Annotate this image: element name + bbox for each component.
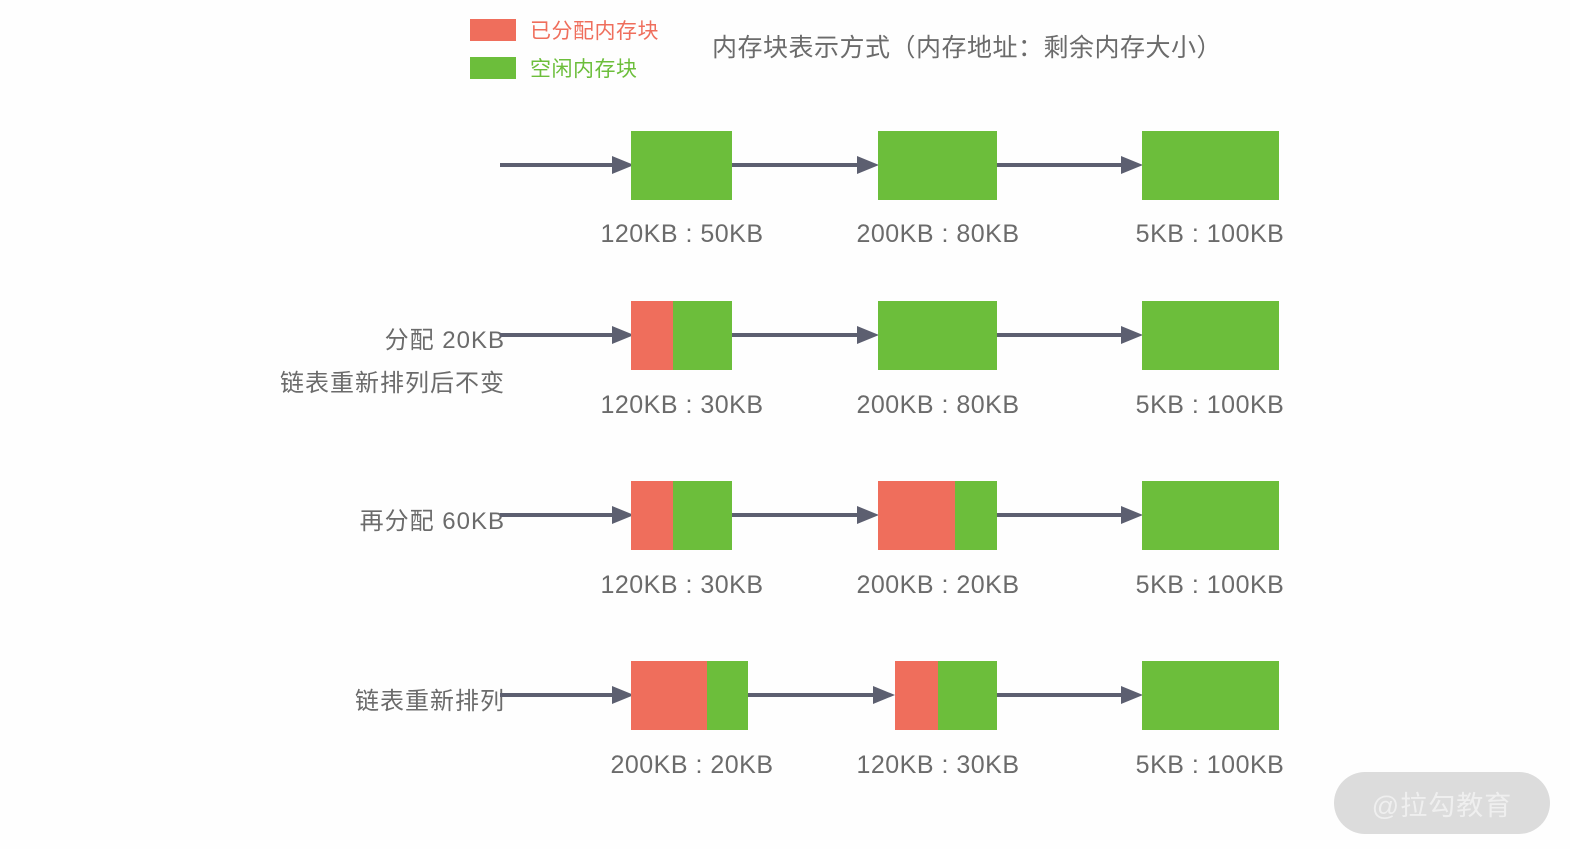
memory-block xyxy=(631,131,732,200)
square-swatch-icon xyxy=(470,19,516,41)
memory-block xyxy=(631,481,732,550)
block-caption: 5KB : 100KB xyxy=(1135,391,1285,419)
block-caption: 200KB : 80KB xyxy=(856,220,1020,248)
block-caption: 5KB : 100KB xyxy=(1135,751,1285,779)
arrow-icon xyxy=(732,156,879,174)
arrow-icon xyxy=(500,156,634,174)
memory-block xyxy=(1142,661,1279,730)
arrow-icon xyxy=(500,506,634,524)
free-segment xyxy=(1142,131,1279,200)
free-segment xyxy=(631,131,732,200)
memory-block xyxy=(895,661,997,730)
free-segment xyxy=(1142,661,1279,730)
legend-item-free: 空闲内存块 xyxy=(470,53,638,83)
free-segment xyxy=(1142,481,1279,550)
watermark-badge: @拉勾教育 xyxy=(1334,772,1550,834)
block-caption: 200KB : 20KB xyxy=(610,751,774,779)
block-caption: 120KB : 30KB xyxy=(856,751,1020,779)
free-segment xyxy=(673,481,732,550)
free-segment xyxy=(1142,301,1279,370)
memory-block xyxy=(878,131,997,200)
arrow-icon xyxy=(500,686,634,704)
memory-block xyxy=(631,661,748,730)
memory-block xyxy=(878,301,997,370)
legend-item-allocated: 已分配内存块 xyxy=(470,15,659,45)
arrow-icon xyxy=(732,506,879,524)
memory-block xyxy=(631,301,732,370)
row-label-line1: 分配 20KB xyxy=(384,327,505,354)
watermark-text: @拉勾教育 xyxy=(1371,790,1513,821)
free-segment xyxy=(707,661,748,730)
block-caption: 200KB : 80KB xyxy=(856,391,1020,419)
arrow-icon xyxy=(997,686,1143,704)
free-segment xyxy=(937,661,997,730)
free-segment xyxy=(878,131,997,200)
memory-block xyxy=(878,481,997,550)
arrow-icon xyxy=(997,326,1143,344)
diagram-title: 内存块表示方式（内存地址：剩余内存大小） xyxy=(712,34,1223,62)
square-swatch-icon xyxy=(470,57,516,79)
legend-label-allocated: 已分配内存块 xyxy=(530,20,659,43)
row-label-line1: 链表重新排列 xyxy=(355,688,505,715)
block-caption: 120KB : 50KB xyxy=(600,220,764,248)
allocated-segment xyxy=(895,661,938,730)
allocated-segment xyxy=(878,481,956,550)
allocated-segment xyxy=(631,301,674,370)
arrow-icon xyxy=(732,326,879,344)
free-segment xyxy=(955,481,997,550)
row-label-line2: 链表重新排列后不变 xyxy=(280,370,505,397)
memory-block xyxy=(1142,131,1279,200)
free-segment xyxy=(878,301,997,370)
allocated-segment xyxy=(631,481,674,550)
block-caption: 120KB : 30KB xyxy=(600,571,764,599)
block-caption: 5KB : 100KB xyxy=(1135,571,1285,599)
allocated-segment xyxy=(631,661,708,730)
legend-label-free: 空闲内存块 xyxy=(530,58,638,81)
arrow-icon xyxy=(748,686,895,704)
row-label-line1: 再分配 60KB xyxy=(359,508,505,535)
arrow-icon xyxy=(997,156,1143,174)
arrow-icon xyxy=(500,326,634,344)
memory-block xyxy=(1142,301,1279,370)
block-caption: 5KB : 100KB xyxy=(1135,220,1285,248)
free-segment xyxy=(673,301,732,370)
block-caption: 200KB : 20KB xyxy=(856,571,1020,599)
block-caption: 120KB : 30KB xyxy=(600,391,764,419)
arrow-icon xyxy=(997,506,1143,524)
memory-block xyxy=(1142,481,1279,550)
